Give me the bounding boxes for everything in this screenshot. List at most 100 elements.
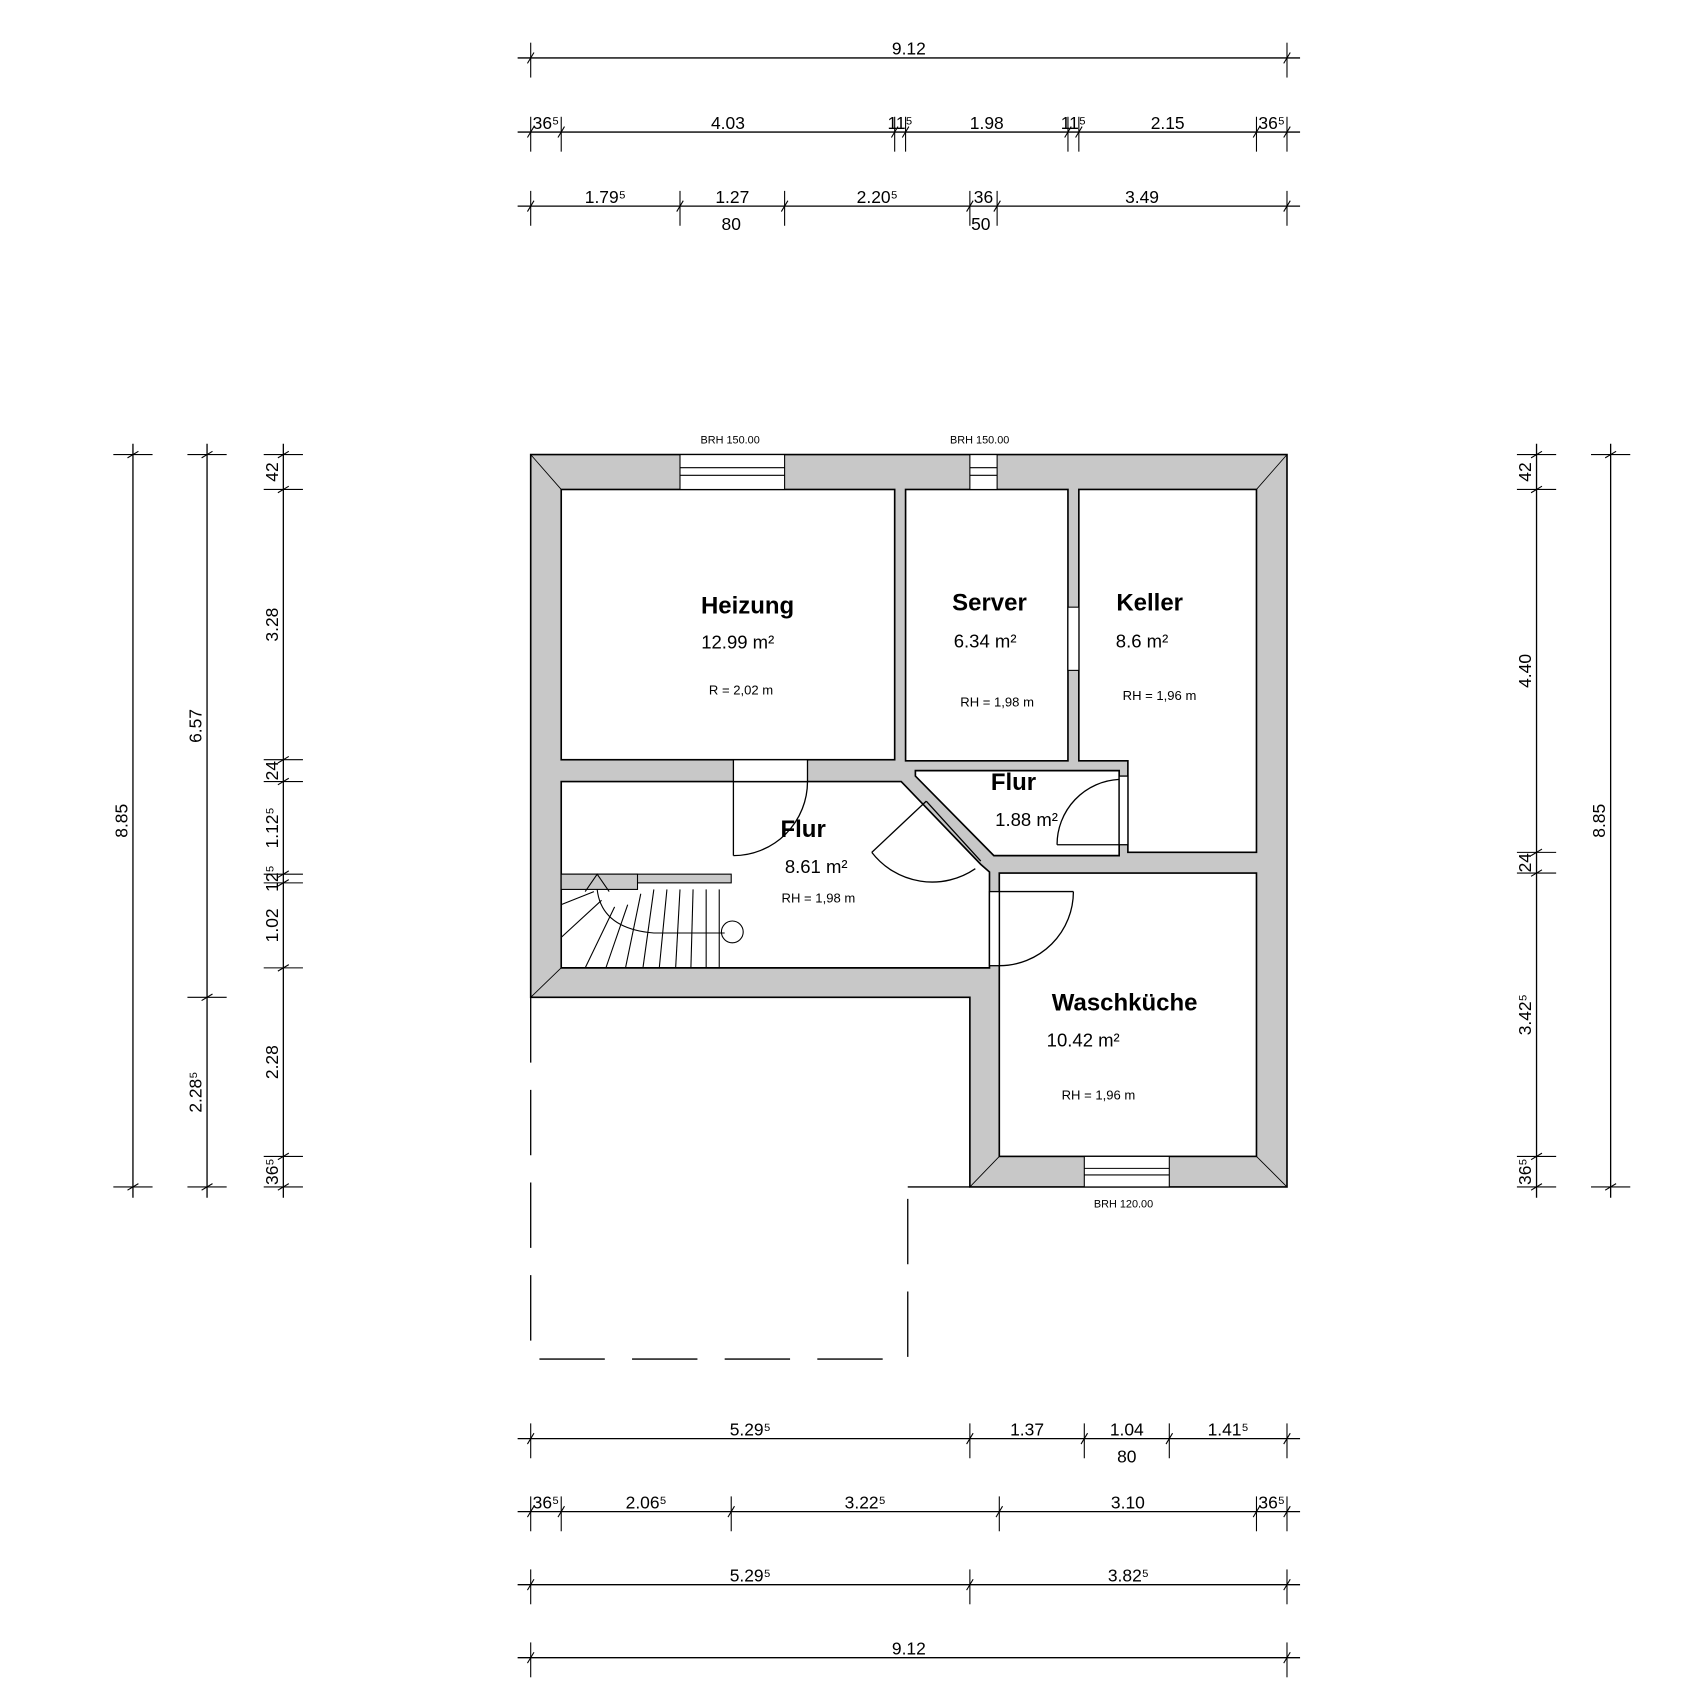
dimension-label: 1.02 xyxy=(262,908,282,942)
room-area: 10.42 m² xyxy=(1047,1029,1120,1050)
dimension-label: 42 xyxy=(262,462,282,481)
dimension-label: 36 xyxy=(974,187,993,207)
window-label: BRH 120.00 xyxy=(1094,1199,1153,1211)
room-height: RH = 1,98 m xyxy=(960,694,1034,709)
dimension-tick-slash xyxy=(277,1152,290,1161)
room-flur-small xyxy=(914,769,1120,857)
dimension-label: 3.49 xyxy=(1125,187,1159,207)
dimension-tick-slash xyxy=(277,755,290,764)
dimension-tick-slash xyxy=(1283,1505,1291,1518)
dimension-label: 3.28 xyxy=(262,608,282,642)
dimension-tick-slash xyxy=(127,1183,139,1191)
room-area: 8.61 m² xyxy=(785,856,848,877)
dimension-tick-slash xyxy=(1530,869,1543,877)
dimension-label: 3.22⁵ xyxy=(845,1492,886,1512)
room-area: 1.88 m² xyxy=(995,809,1058,830)
dimension-label: 1.12⁵ xyxy=(262,807,282,848)
dimension-tick-slash xyxy=(201,1183,213,1191)
dimension-label: 2.28⁵ xyxy=(186,1072,206,1113)
door-waschkueche[interactable] xyxy=(988,890,1075,967)
dimension-label: 11⁵ xyxy=(1061,113,1086,133)
dimension-tick-slash xyxy=(1283,1578,1291,1591)
dimension-label: 3.42⁵ xyxy=(1515,994,1535,1035)
dimension-tick-slash xyxy=(676,200,684,212)
dimension-tick-slash xyxy=(277,485,290,494)
dimension-tick-slash xyxy=(277,777,290,786)
dimension-tick-slash xyxy=(1252,1505,1261,1518)
dimension-label: 24 xyxy=(262,761,282,781)
room-server xyxy=(904,488,1069,762)
room-waschkueche xyxy=(998,872,1258,1158)
dimension-label: 11⁵ xyxy=(887,113,912,133)
dimension-label: 36⁵ xyxy=(533,113,560,133)
room-heizung xyxy=(560,488,896,761)
dimension-label: 1.37 xyxy=(1010,1419,1044,1439)
room-name: Waschküche xyxy=(1052,989,1198,1016)
dimension-tick-slash xyxy=(1530,450,1543,459)
dimension-label: 36⁵ xyxy=(262,1158,282,1185)
dimension-label: 42 xyxy=(1515,462,1535,481)
window-label: BRH 150.00 xyxy=(701,435,760,447)
dimension-label: 36⁵ xyxy=(1258,113,1285,133)
dimension-label: 36⁵ xyxy=(533,1492,560,1512)
dimension-tick-slash xyxy=(995,1505,1004,1518)
dimension-tick-slash xyxy=(1530,1183,1543,1191)
opening-server-keller xyxy=(1067,606,1080,671)
door-heizung[interactable] xyxy=(732,759,809,857)
room-name: Flur xyxy=(991,769,1036,796)
dimension-label-below: 50 xyxy=(971,214,991,234)
dimension-label: 5.29⁵ xyxy=(730,1419,771,1439)
dimension-tick-slash xyxy=(201,450,213,459)
dimension-tick-slash xyxy=(1283,126,1291,138)
dimension-tick-slash xyxy=(966,200,974,212)
dimension-label: 9.12 xyxy=(892,1638,926,1658)
dimension-tick-slash xyxy=(1530,848,1543,857)
dimension-tick-slash xyxy=(966,1578,974,1591)
dimension-tick-slash xyxy=(1064,126,1072,138)
room-name: Keller xyxy=(1116,589,1183,616)
dimension-label: 8.85 xyxy=(1589,804,1609,838)
dimension-tick-slash xyxy=(277,450,290,459)
window-heizung xyxy=(679,454,786,491)
dimension-tick-slash xyxy=(727,1505,735,1518)
dimension-label: 3.10 xyxy=(1111,1492,1145,1512)
dimension-tick-slash xyxy=(526,1505,535,1518)
dimension-label-below: 80 xyxy=(1117,1447,1137,1467)
room-height: RH = 1,98 m xyxy=(782,890,856,905)
dimension-tick-slash xyxy=(1283,200,1291,212)
dimension-tick-slash xyxy=(1604,1183,1617,1191)
dimension-tick-slash xyxy=(526,1578,535,1591)
dimension-label: 36⁵ xyxy=(1515,1158,1535,1185)
dimension-tick-slash xyxy=(526,52,535,64)
dimension-label: 3.82⁵ xyxy=(1108,1565,1149,1585)
door-keller[interactable] xyxy=(1056,775,1129,846)
staircase[interactable] xyxy=(560,873,744,969)
dimension-label: 2.15 xyxy=(1151,113,1185,133)
dimension-tick-slash xyxy=(526,1651,535,1664)
dimension-tick-slash xyxy=(1283,52,1291,64)
dimension-tick-slash xyxy=(890,126,899,138)
door-flur-diagonal[interactable] xyxy=(871,800,982,883)
dimension-tick-slash xyxy=(1283,1651,1291,1664)
dimension-tick-slash xyxy=(277,964,290,972)
dimension-label: 1.41⁵ xyxy=(1208,1419,1249,1439)
carport-outline xyxy=(530,997,909,1360)
dimension-tick-slash xyxy=(1530,485,1543,494)
dimension-tick-slash xyxy=(1075,126,1083,138)
dimension-tick-slash xyxy=(526,1432,535,1445)
room-height: RH = 1,96 m xyxy=(1123,688,1197,703)
dimension-label: 24 xyxy=(1515,853,1535,873)
dimension-tick-slash xyxy=(127,450,139,459)
room-name: Heizung xyxy=(701,593,794,620)
dimension-label: 9.12 xyxy=(892,39,926,59)
dimension-label: 2.20⁵ xyxy=(857,187,898,207)
dimension-tick-slash xyxy=(557,126,565,138)
stair-arrow-icon xyxy=(584,873,610,892)
room-area: 8.6 m² xyxy=(1116,630,1168,651)
dimension-tick-slash xyxy=(201,993,213,1002)
dimension-tick-slash xyxy=(780,200,789,212)
dimension-label: 36⁵ xyxy=(1258,1492,1285,1512)
dimension-tick-slash xyxy=(966,1432,974,1445)
room-area: 6.34 m² xyxy=(954,630,1017,651)
